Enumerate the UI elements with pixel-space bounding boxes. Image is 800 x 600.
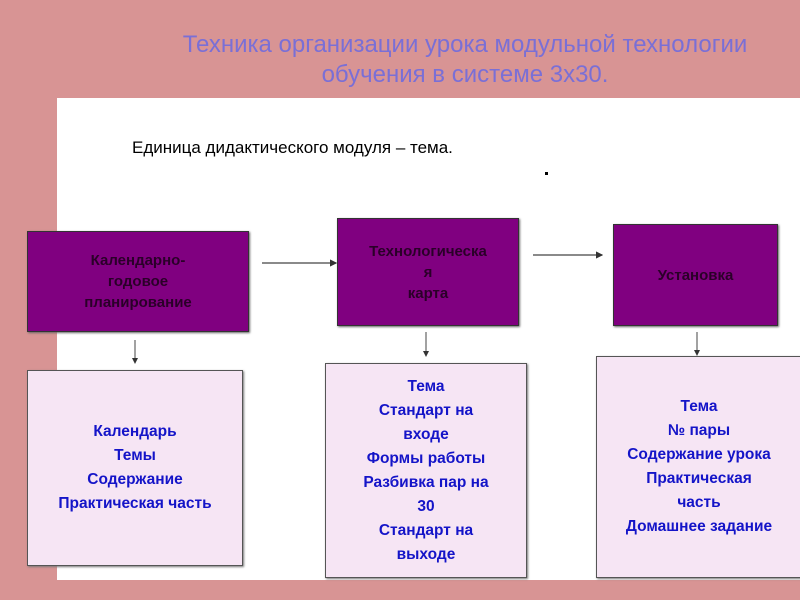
list-item: Практическая часть	[58, 495, 212, 512]
list-item: Календарь	[93, 423, 177, 440]
list-box-setup: Тема № пары Содержание урока Практическа…	[596, 356, 800, 578]
list-item: часть	[677, 494, 721, 511]
list-item: Темы	[114, 447, 156, 464]
box-line: я	[423, 263, 433, 281]
box-line: Календарно-	[90, 252, 186, 269]
box-line: Технологическа	[369, 242, 487, 260]
list-item: входе	[403, 425, 449, 443]
list-item: Формы работы	[366, 449, 486, 467]
box-line: карта	[407, 284, 449, 302]
list-item: Тема	[680, 398, 718, 415]
list-item: Содержание урока	[627, 446, 771, 463]
list-box-calendar: Календарь Темы Содержание Практическая ч…	[27, 370, 243, 566]
list-item: Разбивка пар на	[363, 473, 489, 491]
box-calendar-planning: Календарно-годовое планирование	[27, 231, 249, 332]
stray-dot	[545, 172, 548, 175]
list-item: № пары	[667, 422, 731, 439]
box-line: планирование	[84, 294, 192, 311]
box-tech-map: Технологическа я карта	[337, 218, 519, 326]
subtitle: Единица дидактического модуля – тема.	[132, 138, 453, 157]
box-line: годовое	[107, 273, 169, 290]
title-line: Техника организации урока модульной техн…	[182, 31, 748, 58]
list-item: Содержание	[87, 471, 183, 488]
list-item: Тема	[407, 377, 445, 395]
list-item: выходе	[396, 545, 456, 563]
box-line: Установка	[657, 266, 734, 284]
list-item: 30	[417, 497, 435, 515]
list-item: Практическая	[646, 470, 752, 487]
slide-title: Техника организации урока модульной техн…	[120, 30, 800, 90]
title-line: обучения в системе 3х30.	[321, 61, 609, 88]
list-item: Стандарт на	[378, 401, 474, 419]
list-item: Домашнее задание	[625, 518, 773, 535]
list-item: Стандарт на	[378, 521, 474, 539]
box-setup: Установка	[613, 224, 778, 326]
list-box-tech-map: Тема Стандарт на входе Формы работы Разб…	[325, 363, 527, 578]
